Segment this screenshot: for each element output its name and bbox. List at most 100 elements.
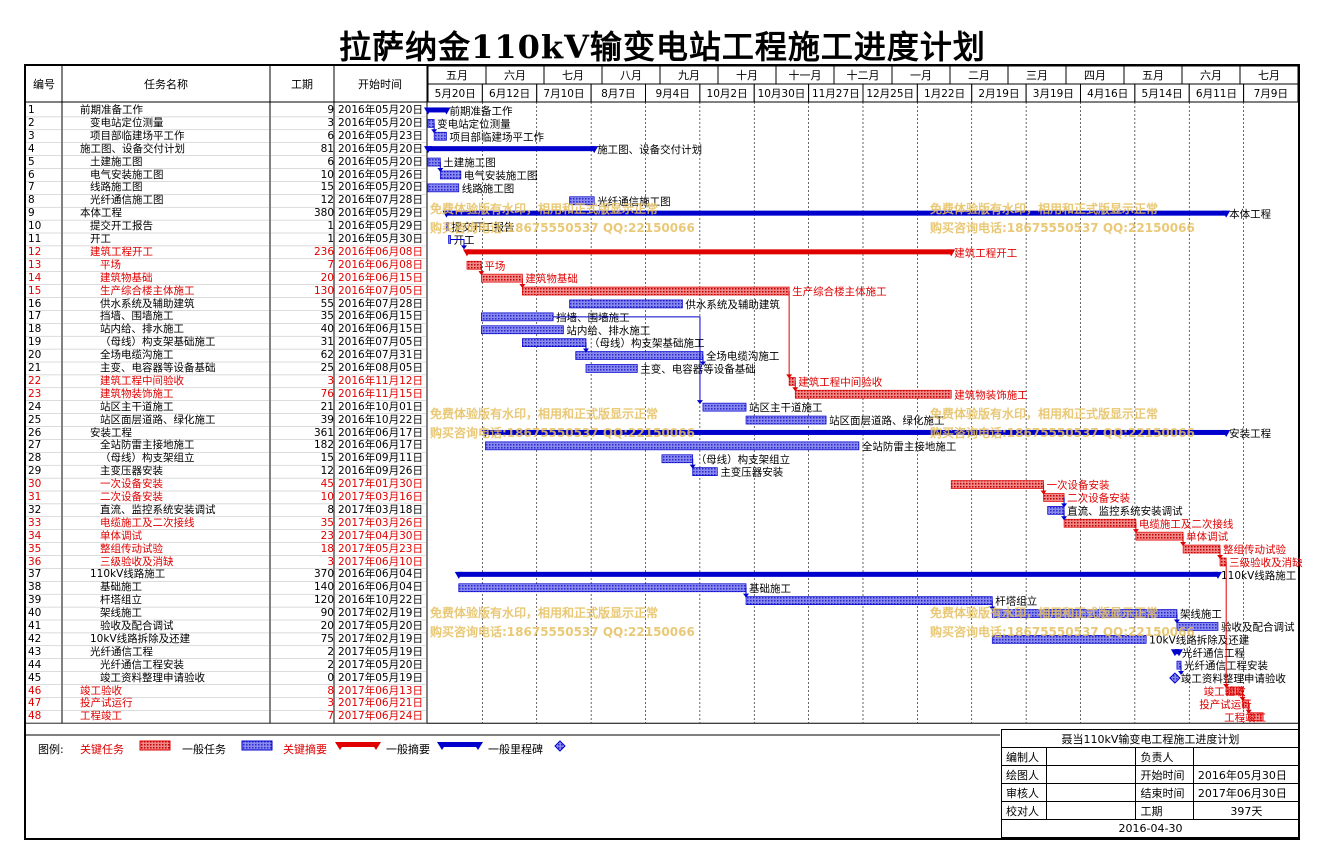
task-name: 项目部临建场平工作 xyxy=(90,129,185,142)
watermark-line: 购买咨询电话:18675550537 QQ:22150066 xyxy=(930,625,1195,639)
task-bar-label: 提交开工报告 xyxy=(452,221,515,234)
task-id: 11 xyxy=(28,233,42,245)
task-bar xyxy=(1043,493,1065,502)
task-id: 46 xyxy=(28,684,42,697)
task-name: 站区面层道路、绿化施工 xyxy=(100,413,216,426)
task-bar-label: 建筑工程开工 xyxy=(954,246,1017,259)
task-name: 二次设备安装 xyxy=(100,491,163,503)
task-start: 2017年05月19日 xyxy=(338,671,423,684)
task-bar xyxy=(446,222,449,231)
watermark-line: 购买咨询电话:18675550537 QQ:22150066 xyxy=(930,221,1195,235)
dependency-arrow xyxy=(1173,619,1180,624)
legend-milestone-label: 一般里程碑 xyxy=(488,743,543,756)
dependency-arrow xyxy=(1245,709,1252,714)
task-id: 39 xyxy=(28,594,42,607)
week-label: 10月30日 xyxy=(758,88,806,100)
task-duration: 75 xyxy=(320,632,334,645)
task-id: 23 xyxy=(28,387,42,400)
info-value xyxy=(1046,747,1137,766)
task-start: 2016年06月08日 xyxy=(338,245,423,258)
task-bar-label: 平场 xyxy=(484,259,505,272)
task-duration: 20 xyxy=(320,271,334,284)
task-duration: 39 xyxy=(320,413,334,426)
task-name: 整组传动试验 xyxy=(100,542,163,555)
info-key: 绘图人 xyxy=(1000,765,1048,784)
task-id: 32 xyxy=(28,503,42,516)
task-bar-label: 变电站定位测量 xyxy=(437,117,511,130)
task-start: 2016年05月20日 xyxy=(338,142,423,155)
task-bar xyxy=(458,583,747,593)
dependency-arrow xyxy=(989,606,996,611)
summary-bar xyxy=(428,107,447,113)
task-name: 主变、电容器等设备基础 xyxy=(100,362,216,374)
task-bar xyxy=(991,634,1147,644)
task-start: 2016年06月17日 xyxy=(338,439,423,452)
week-label: 5月14日 xyxy=(1142,88,1183,100)
task-id: 47 xyxy=(28,697,42,710)
task-bar xyxy=(661,454,694,464)
task-start: 2017年05月23日 xyxy=(338,542,423,555)
legend-critical-task-label: 关键任务 xyxy=(80,743,124,756)
task-start: 2016年05月29日 xyxy=(338,220,423,233)
info-value: 2016年05月30日 xyxy=(1192,765,1301,784)
task-name: 建筑工程中间验收 xyxy=(100,374,184,387)
summary-bar xyxy=(485,429,1227,435)
task-bar xyxy=(1135,531,1184,541)
task-duration: 6 xyxy=(327,129,334,142)
task-bar-label: 直流、监控系统安装调试 xyxy=(1067,504,1183,517)
task-name: 单体调试 xyxy=(100,529,142,542)
watermark: 免费体验版有水印，相用和正式版显示正常购买咨询电话:18675550537 QQ… xyxy=(430,200,695,238)
task-start: 2016年07月28日 xyxy=(338,194,423,207)
task-name: 建筑物基础 xyxy=(100,271,153,284)
